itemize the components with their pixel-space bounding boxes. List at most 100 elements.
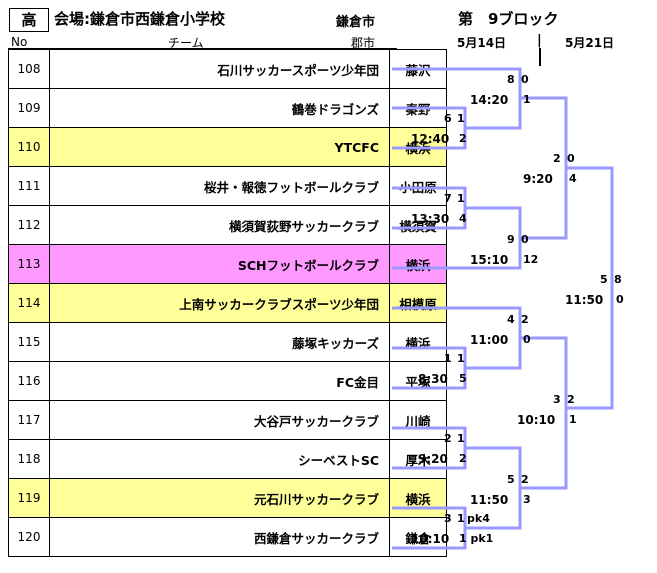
match-score-bottom: 1: [457, 512, 465, 525]
match-score-right: 0: [523, 333, 531, 346]
team-city: 川崎: [389, 400, 447, 440]
match-score-top: 3: [553, 393, 561, 406]
team-number: 117: [8, 400, 50, 440]
match-time: 13:30: [411, 212, 450, 226]
column-no-header: No: [11, 35, 28, 49]
round1-date: 5月14日: [457, 36, 507, 50]
pk-note: pk4: [467, 512, 490, 525]
team-number: 111: [8, 166, 50, 206]
match-score-bottom: 2: [521, 473, 529, 486]
match-score-top: 2: [444, 432, 452, 445]
match-score-bottom: 0: [567, 152, 575, 165]
match-score-right: 2: [459, 132, 467, 145]
column-team-header: チーム: [168, 36, 204, 50]
match-time: 9:20: [523, 172, 553, 186]
match-score-top: 5: [507, 473, 515, 486]
match-score-top: 9: [507, 233, 515, 246]
bracket-line: [566, 166, 614, 410]
match-score-top: 4: [507, 313, 515, 326]
team-name: シーベストSC: [49, 439, 390, 479]
match-score-top: 8: [507, 73, 515, 86]
match-score-top: 2: [553, 152, 561, 165]
match-score-bottom: 2: [521, 313, 529, 326]
bracket-line: [520, 336, 568, 490]
team-name: 上南サッカークラブスポーツ少年団: [49, 283, 390, 323]
team-city: 平塚: [389, 361, 447, 401]
team-name: 鶴巻ドラゴンズ: [49, 88, 390, 128]
match-score-top: 3: [444, 512, 452, 525]
match-score-right: 4: [459, 212, 467, 225]
team-city: 相模原: [389, 283, 447, 323]
team-name: 大谷戸サッカークラブ: [49, 400, 390, 440]
match-score-top: 6: [444, 112, 452, 125]
team-city: 横浜: [389, 478, 447, 518]
match-time: 12:40: [411, 132, 450, 146]
match-time: 15:10: [470, 253, 509, 267]
match-score-right: 4: [569, 172, 577, 185]
team-number: 109: [8, 88, 50, 128]
match-time: 11:00: [470, 333, 509, 347]
match-score-bottom: 8: [614, 273, 622, 286]
team-number: 116: [8, 361, 50, 401]
team-name: SCHフットボールクラブ: [49, 244, 390, 284]
team-city: 厚木: [389, 439, 447, 479]
team-name: YTCFC: [49, 127, 390, 167]
team-name: 横須賀荻野サッカークラブ: [49, 205, 390, 245]
match-score-bottom: 1: [457, 352, 465, 365]
date-separator: |: [537, 33, 542, 48]
team-name: 西鎌倉サッカークラブ: [49, 517, 390, 557]
team-name: 元石川サッカークラブ: [49, 478, 390, 518]
venue-title: 会場:鎌倉市西鎌倉小学校: [54, 10, 225, 28]
match-score-right: 12: [523, 253, 539, 266]
team-city: 小田原: [389, 166, 447, 206]
match-score-right: 1 pk1: [459, 532, 494, 545]
match-time: 14:20: [470, 93, 509, 107]
round2-date: 5月21日: [565, 36, 615, 50]
category-badge: 高: [9, 8, 49, 32]
match-score-bottom: 1: [457, 432, 465, 445]
match-time: 10:10: [411, 532, 450, 546]
match-score-top: 5: [600, 273, 608, 286]
team-name: 藤塚キッカーズ: [49, 322, 390, 362]
team-number: 114: [8, 283, 50, 323]
match-time: 11:50: [565, 293, 604, 307]
team-number: 112: [8, 205, 50, 245]
bracket-line: [520, 96, 568, 240]
match-score-top: 1: [444, 352, 452, 365]
team-city: 横須賀: [389, 205, 447, 245]
match-score-right: 0: [616, 293, 624, 306]
block-title: 第 9ブロック: [458, 10, 559, 28]
team-name: 石川サッカースポーツ少年団: [49, 49, 390, 89]
match-score-bottom: 2: [567, 393, 575, 406]
match-score-top: 7: [444, 192, 452, 205]
team-name: 桜井・報徳フットボールクラブ: [49, 166, 390, 206]
match-score-bottom: 0: [521, 73, 529, 86]
match-score-right: 3: [523, 493, 531, 506]
match-score-right: 5: [459, 372, 467, 385]
match-score-bottom: 1: [457, 112, 465, 125]
match-score-right: 2: [459, 452, 467, 465]
header-rule: [8, 48, 397, 49]
team-name: FC金目: [49, 361, 390, 401]
match-time: 8:30: [418, 372, 448, 386]
match-time: 11:50: [470, 493, 509, 507]
team-number: 110: [8, 127, 50, 167]
team-city: 鎌倉: [389, 517, 447, 557]
venue-city: 鎌倉市: [336, 15, 376, 30]
match-score-bottom: 0: [521, 233, 529, 246]
match-score-bottom: 1: [457, 192, 465, 205]
match-score-right: 1: [569, 413, 577, 426]
team-number: 120: [8, 517, 50, 557]
match-score-right: 1: [523, 93, 531, 106]
